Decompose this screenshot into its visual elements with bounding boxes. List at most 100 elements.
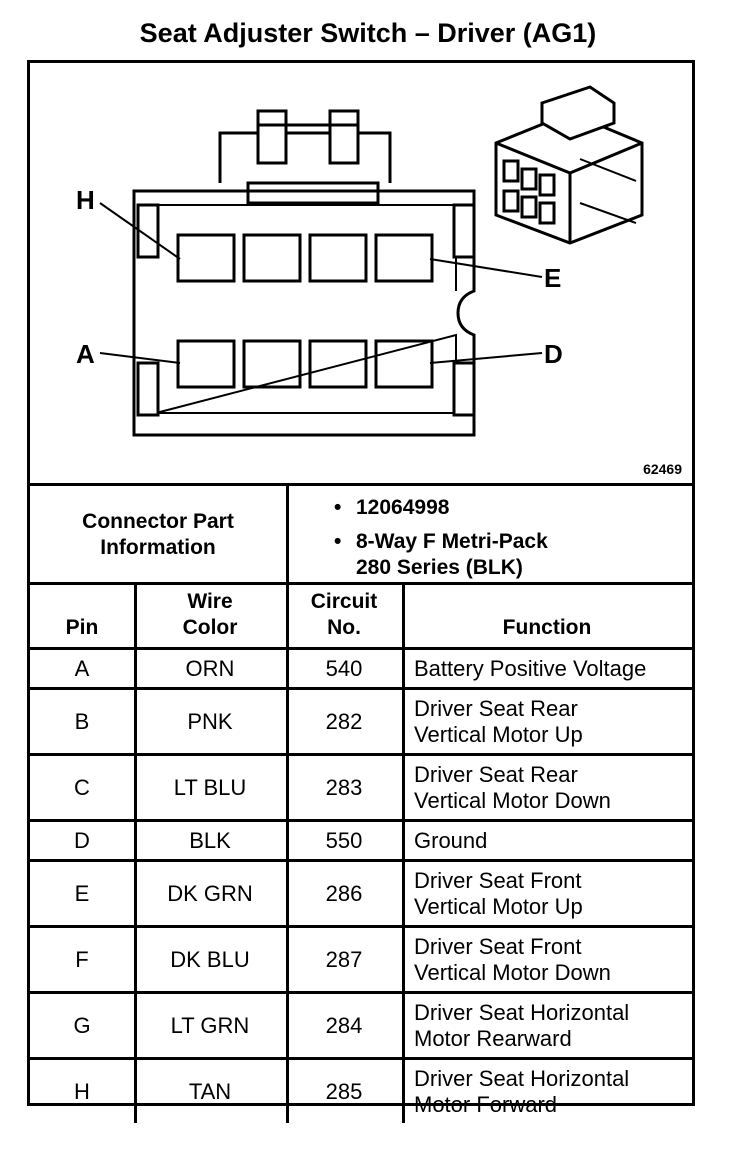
cavity-f (308, 233, 368, 283)
header-wire-color-line: Color (182, 616, 238, 639)
callout-e: E (544, 263, 561, 293)
wire-color-cell: BLK (189, 827, 231, 853)
connector-housing (132, 189, 476, 437)
divider-line (134, 585, 137, 1123)
circuit-cell: 286 (325, 880, 363, 906)
function-cell: Ground (402, 822, 692, 859)
divider-line (286, 585, 289, 1123)
function-line: Driver Seat Rear (414, 695, 578, 721)
circuit-cell: 283 (325, 774, 363, 800)
cavity-h (176, 233, 236, 283)
connector-description-line2: 280 Series (BLK) (356, 556, 523, 579)
table-row: D BLK 550 Ground (30, 822, 692, 859)
function-line: Vertical Motor Up (414, 721, 583, 747)
page-title: Seat Adjuster Switch – Driver (AG1) (139, 18, 597, 48)
pin-cell: G (73, 1012, 91, 1038)
leader-h (99, 202, 181, 260)
cavity-d (374, 339, 434, 389)
function-cell: Battery Positive Voltage (402, 650, 692, 687)
wire-color-cell: DK BLU (170, 946, 250, 972)
side-lock-right-bottom (452, 361, 476, 417)
side-lock-left-top (136, 203, 160, 259)
function-line: Motor Forward (414, 1091, 558, 1117)
function-line: Driver Seat Horizontal (414, 1065, 630, 1091)
wire-color-cell: TAN (188, 1078, 232, 1104)
header-function-line: Function (502, 616, 592, 639)
wire-color-cell: ORN (185, 655, 235, 681)
circuit-cell: 540 (325, 655, 363, 681)
table-row: A ORN 540 Battery Positive Voltage (30, 650, 692, 687)
function-line: Motor Rearward (414, 1025, 572, 1051)
latch-left-post (256, 109, 288, 165)
pin-cell: B (74, 708, 90, 734)
connector-part-number: 12064998 (356, 496, 450, 519)
divider-line (30, 753, 692, 756)
function-line: Vertical Motor Down (414, 959, 611, 985)
leader-d (429, 352, 543, 364)
circuit-cell: 284 (325, 1012, 363, 1038)
callout-h: H (76, 185, 95, 215)
function-line: Vertical Motor Up (414, 893, 583, 919)
connector-description-line1: 8-Way F Metri-Pack (356, 530, 548, 553)
header-pin-line: Pin (65, 616, 99, 639)
connector-face-diagram: H E A D (76, 85, 644, 437)
connector-sheet: H E A D 62469 Connector Part Information… (27, 60, 695, 1123)
side-lock-left-bottom (136, 361, 160, 417)
divider-line (30, 483, 692, 486)
connector-latch (218, 131, 392, 183)
pin-cell: H (74, 1078, 90, 1104)
circuit-cell: 282 (325, 708, 363, 734)
wire-color-cell: LT GRN (170, 1012, 250, 1038)
divider-line (30, 647, 692, 650)
circuit-cell: 285 (325, 1078, 363, 1104)
side-lock-right-top (452, 203, 476, 259)
header-circuit-no-line: Circuit (310, 590, 378, 613)
wire-color-cell: DK GRN (167, 880, 253, 906)
function-line: Ground (414, 827, 488, 853)
callout-a: A (76, 339, 95, 369)
circuit-cell: 550 (325, 827, 363, 853)
connector-info-label-line1: Connector Part (82, 510, 234, 533)
callout-d: D (544, 339, 563, 369)
divider-line (30, 991, 692, 994)
leader-a (99, 352, 181, 364)
pin-cell: D (74, 827, 90, 853)
header-circuit-no-line: No. (327, 616, 361, 639)
divider-line (30, 859, 692, 862)
function-line: Driver Seat Horizontal (414, 999, 630, 1025)
pin-cell: A (74, 655, 90, 681)
pin-cell: F (75, 946, 89, 972)
pin-cell: C (74, 774, 90, 800)
leader-e (429, 258, 543, 278)
function-line: Battery Positive Voltage (414, 655, 647, 681)
cavity-a (176, 339, 236, 389)
connector-info-values: •12064998 •8-Way F Metri-Pack 280 Series… (334, 496, 548, 579)
function-line: Driver Seat Front (414, 933, 582, 959)
connector-isometric-icon (494, 85, 644, 245)
pin-cell: E (74, 880, 90, 906)
divider-line (30, 1057, 692, 1060)
divider-line (30, 687, 692, 690)
header-wire-color-line: Wire (187, 590, 233, 613)
latch-tab (246, 181, 380, 205)
wire-color-cell: PNK (187, 708, 233, 734)
connector-info-label: Connector Part Information (30, 486, 286, 584)
header-function: Function (402, 585, 692, 647)
cavity-b (242, 339, 302, 389)
divider-line (286, 486, 289, 584)
cavity-e (374, 233, 434, 283)
function-line: Vertical Motor Down (414, 787, 611, 813)
divider-line (30, 925, 692, 928)
